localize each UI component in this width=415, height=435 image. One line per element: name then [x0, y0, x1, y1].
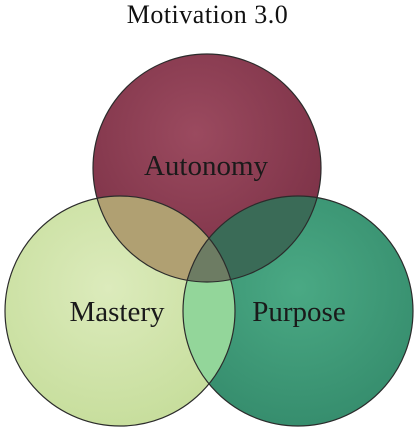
- purpose-outline: [182, 195, 414, 427]
- autonomy-label: Autonomy: [144, 150, 269, 182]
- purpose-label: Purpose: [252, 296, 345, 328]
- autonomy-purpose-overlap: [183, 196, 321, 282]
- autonomy-mastery-overlap: [93, 196, 235, 282]
- mastery-label: Mastery: [69, 296, 165, 328]
- diagram-title: Motivation 3.0: [126, 0, 289, 29]
- autonomy-outline: [92, 53, 322, 283]
- mastery-outline: [4, 195, 236, 427]
